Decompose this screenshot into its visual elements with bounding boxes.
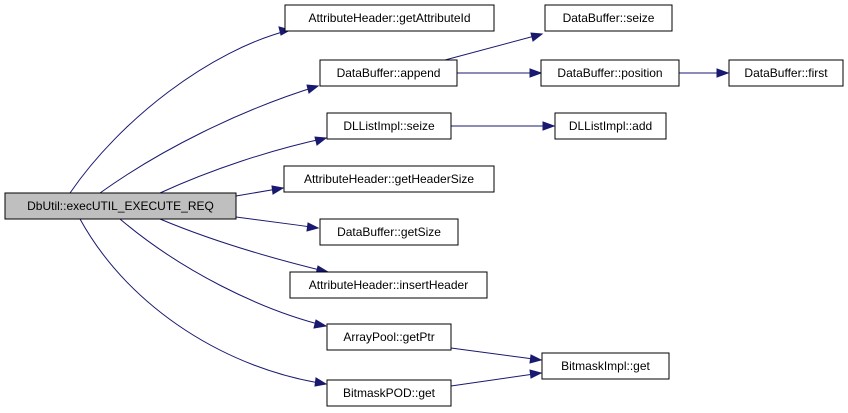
node-data-buffer-position-label: DataBuffer::position — [557, 66, 662, 80]
node-array-pool-get-ptr-label: ArrayPool::getPtr — [343, 330, 434, 344]
node-get-attribute-id-label: AttributeHeader::getAttributeId — [308, 11, 470, 25]
node-data-buffer-get-size-label: DataBuffer::getSize — [337, 225, 441, 239]
node-data-buffer-append-label: DataBuffer::append — [337, 66, 441, 80]
node-data-buffer-first-label: DataBuffer::first — [744, 66, 828, 80]
edges — [69, 26, 730, 387]
edge-root-to-append — [99, 84, 320, 194]
edge-root-to-get-ptr — [119, 218, 328, 329]
node-root[interactable]: DbUtil::execUTIL_EXECUTE_REQ — [4, 192, 237, 220]
node-root-label: DbUtil::execUTIL_EXECUTE_REQ — [27, 199, 214, 213]
node-dllist-add-label: DLListImpl::add — [569, 119, 652, 133]
nodes: DbUtil::execUTIL_EXECUTE_REQ AttributeHe… — [4, 4, 844, 407]
edge-append-to-position — [457, 68, 543, 78]
node-array-pool-get-ptr[interactable]: ArrayPool::getPtr — [326, 323, 452, 351]
node-get-header-size[interactable]: AttributeHeader::getHeaderSize — [283, 165, 495, 193]
edge-append-to-seize — [444, 32, 544, 61]
node-data-buffer-position[interactable]: DataBuffer::position — [540, 59, 680, 87]
node-bitmask-impl-get-label: BitmaskImpl::get — [561, 359, 650, 373]
node-dllist-add[interactable]: DLListImpl::add — [554, 112, 667, 140]
node-bitmask-pod-get-label: BitmaskPOD::get — [343, 386, 436, 400]
edge-dllist-seize-to-add — [451, 121, 556, 131]
edge-root-to-bitmask-pod-get — [79, 218, 328, 387]
node-data-buffer-first[interactable]: DataBuffer::first — [728, 59, 844, 87]
node-dllist-seize-label: DLListImpl::seize — [343, 119, 435, 133]
edge-root-to-get-size — [235, 216, 320, 232]
node-insert-header[interactable]: AttributeHeader::insertHeader — [289, 271, 488, 299]
node-data-buffer-seize-label: DataBuffer::seize — [563, 11, 655, 25]
node-dllist-seize[interactable]: DLListImpl::seize — [326, 112, 452, 140]
node-bitmask-pod-get[interactable]: BitmaskPOD::get — [326, 379, 452, 407]
node-get-attribute-id[interactable]: AttributeHeader::getAttributeId — [284, 4, 495, 32]
edge-root-to-get-attribute-id — [69, 26, 292, 194]
node-data-buffer-append[interactable]: DataBuffer::append — [319, 59, 458, 87]
node-data-buffer-get-size[interactable]: DataBuffer::getSize — [319, 218, 459, 246]
node-get-header-size-label: AttributeHeader::getHeaderSize — [304, 172, 474, 186]
edge-root-to-dllist-seize — [159, 136, 328, 194]
edge-bitmask-pod-get-to-bitmask-impl-get — [450, 369, 543, 387]
node-bitmask-impl-get[interactable]: BitmaskImpl::get — [541, 352, 670, 380]
edge-get-ptr-to-bitmask-impl-get — [450, 347, 543, 364]
node-insert-header-label: AttributeHeader::insertHeader — [309, 278, 468, 292]
edge-position-to-first — [679, 68, 730, 78]
edge-root-to-get-header-size — [235, 185, 285, 197]
node-data-buffer-seize[interactable]: DataBuffer::seize — [544, 4, 673, 32]
